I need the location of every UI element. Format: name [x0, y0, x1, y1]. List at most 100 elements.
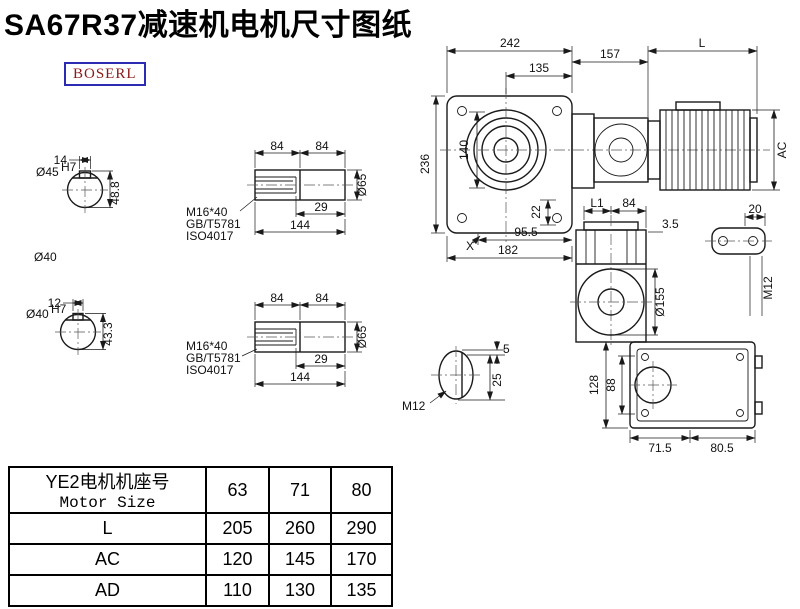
thread-spec-1: M16*40 GB/T5781 ISO4017 — [186, 196, 258, 243]
dim-thread-length-2: 29 — [295, 348, 346, 369]
dim-label: 88 — [604, 378, 618, 392]
shaft-end-view-1: 14 Ø45 H7 48.8 Ø40 — [34, 153, 122, 264]
dim-total-length-1: 144 — [254, 202, 346, 235]
bolt-hole — [552, 213, 562, 223]
dim-label: 84 — [622, 196, 636, 210]
mount-hole — [736, 409, 744, 417]
gearbox-front-view: 242 135 157 L 236 140 — [418, 36, 789, 262]
dim-label: 3.5 — [662, 217, 679, 231]
dim-label: 14 — [54, 153, 68, 167]
dim-label: 25 — [490, 373, 504, 387]
dim-label: 43.3 — [101, 322, 115, 346]
dim-keyway-width-1: 14 — [54, 153, 91, 169]
bolt-hole — [552, 106, 562, 116]
dim-label: L — [699, 36, 706, 50]
cell-value: 205 — [205, 512, 270, 545]
dim-key-width: 5 — [462, 341, 510, 364]
dim-base-width: 182 — [446, 236, 573, 262]
dim-total-length-2: 144 — [254, 354, 346, 387]
standard-label-2: ISO4017 — [186, 229, 234, 243]
dim-label: 157 — [600, 47, 620, 61]
dim-boss-dia: Ø155 — [613, 268, 667, 336]
bore-dia-text: Ø45 — [36, 165, 59, 179]
dim-base-height-outer: 128 — [587, 341, 628, 429]
dim-gap-3-5: 3.5 — [648, 217, 679, 233]
dim-keyway-width-2: 12 — [48, 296, 84, 311]
shaft-end-view-2: 12 Ø40 H7 43.3 — [26, 296, 115, 355]
dim-width-total: 242 — [446, 36, 573, 93]
bore-tolerance-text: H7 — [51, 302, 67, 316]
dim-label: M12 — [761, 276, 775, 300]
row-label: AC — [8, 543, 207, 576]
dim-height-total: 236 — [418, 95, 445, 234]
dim-label: 22 — [529, 205, 543, 219]
side-tab — [754, 355, 763, 369]
dim-label: 12 — [48, 296, 62, 310]
table-row-AC: AC 120 145 170 — [8, 543, 393, 576]
bolt-hole — [457, 213, 467, 223]
dim-width-right: 135 — [505, 61, 573, 94]
dim-shaft-dia-2: Ø65 — [347, 321, 369, 353]
dim-label: 144 — [290, 370, 310, 384]
dim-label: 95.5 — [514, 225, 538, 239]
dim-label: 182 — [498, 243, 518, 257]
dim-label: 84 — [315, 139, 329, 153]
dim-base-height-inner: 88 — [604, 355, 635, 415]
dim-label: 20 — [748, 202, 762, 216]
dim-label: 135 — [529, 61, 549, 75]
dim-label: 84 — [270, 291, 284, 305]
dim-label: 5 — [503, 342, 510, 356]
dim-top-84: 84 — [610, 196, 647, 228]
mount-hole — [641, 409, 649, 417]
bore-dia-label-2: Ø40 H7 — [26, 302, 67, 321]
dim-seg-a-1: 84 — [254, 139, 301, 156]
dim-label: 29 — [314, 200, 328, 214]
page-title: SA67R37减速机电机尺寸图纸 — [4, 9, 413, 42]
thread-label: M16*40 — [186, 339, 228, 353]
table-header-row: YE2电机机座号 Motor Size 63 71 80 — [8, 466, 393, 514]
dim-bore-height-1: 48.8 — [87, 170, 122, 208]
dim-base-width-left: 71.5 — [629, 430, 691, 455]
dim-label: 84 — [270, 139, 284, 153]
dim-bore-height-2: 43.3 — [80, 313, 115, 350]
bore-dia-text: Ø40 — [26, 307, 49, 321]
dim-motor-stub: 157 — [571, 46, 649, 117]
bore-tolerance-text: H7 — [61, 160, 77, 174]
cell-value: 170 — [330, 543, 393, 576]
dim-m12-side: M12 — [749, 256, 775, 316]
dim-label: L1 — [590, 196, 604, 210]
dim-label: 71.5 — [648, 441, 672, 455]
dim-height-center: 140 — [457, 111, 485, 189]
size-col-71: 71 — [268, 466, 332, 514]
shaft-dia-label: Ø40 — [34, 250, 57, 264]
dim-seg-b-1: 84 — [299, 139, 346, 156]
dim-base-width-right: 80.5 — [689, 430, 756, 455]
cell-value: 260 — [268, 512, 332, 545]
motor-size-table: YE2电机机座号 Motor Size 63 71 80 L 205 260 2… — [8, 466, 393, 607]
dim-motor-length: L — [647, 36, 758, 114]
dim-label: Ø65 — [355, 173, 369, 196]
dim-bottom-width: 95.5 — [477, 225, 573, 245]
shaft-key-detail: 5 25 M12 — [402, 341, 510, 413]
thread-label: M12 — [402, 399, 426, 413]
cell-value: 130 — [268, 574, 332, 607]
bore-dia-label-1: Ø45 H7 — [36, 160, 77, 179]
dim-shaft-dia-1: Ø65 — [347, 169, 369, 201]
size-col-80: 80 — [330, 466, 393, 514]
standard-label-1: GB/T5781 — [186, 351, 241, 365]
standard-label-1: GB/T5781 — [186, 217, 241, 231]
cell-value: 110 — [205, 574, 270, 607]
marker-x-label: X — [466, 239, 474, 253]
motor-size-header-cn: YE2电机机座号 — [45, 472, 170, 492]
brand-logo: BOSERL — [64, 62, 146, 86]
gearbox-side-view: L1 84 3.5 20 M12 — [570, 196, 775, 348]
dim-label: 144 — [290, 218, 310, 232]
thread-label: M16*40 — [186, 205, 228, 219]
mount-hole — [736, 353, 744, 361]
row-label: AD — [8, 574, 207, 607]
size-col-63: 63 — [205, 466, 270, 514]
dim-label: 29 — [314, 352, 328, 366]
technical-drawing: 14 Ø45 H7 48.8 Ø40 12 Ø40 H7 — [26, 36, 789, 455]
shaft-side-view-2: 84 84 29 144 M16*40 GB/T5781 ISO4017 — [186, 291, 369, 387]
dim-label: AC — [775, 141, 789, 158]
